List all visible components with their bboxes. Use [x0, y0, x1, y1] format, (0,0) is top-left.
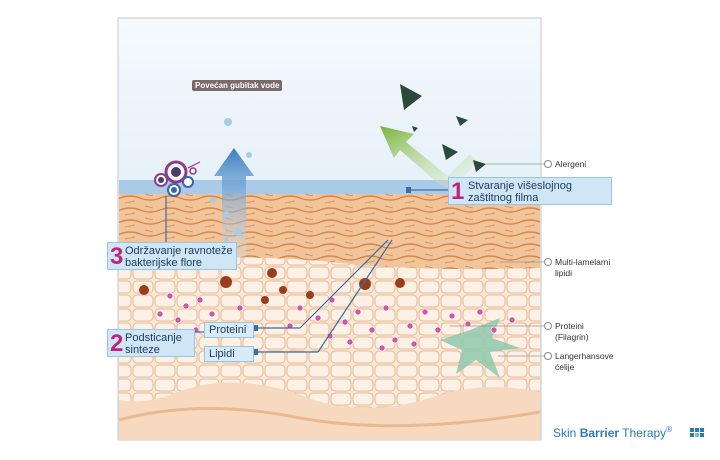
- langerhans-label: Langerhansove ćelije: [555, 351, 614, 373]
- callout-text-line1: Stvaranje višeslojnog: [468, 180, 572, 192]
- callout-text-line1: Održavanje ravnoteže: [125, 245, 233, 257]
- callout-bacterial-flora: 3 Održavanje ravnoteže bakterijske flore: [107, 242, 237, 270]
- callout-text-line2: sinteze: [125, 344, 160, 356]
- multilamellar-label: Multi-lamelarni lipidi: [555, 257, 610, 279]
- callout-text-line1: Podsticanje: [125, 332, 182, 344]
- filaggrin-text-line2: (Filagrin): [555, 332, 589, 342]
- brand-text-skin: Skin: [553, 426, 580, 440]
- callout-number: 1: [451, 178, 465, 205]
- brand-text-therapy: Therapy: [619, 426, 667, 440]
- proteins-label: Proteini: [204, 322, 254, 338]
- langerhans-text-line2: ćelije: [555, 362, 575, 372]
- multilamellar-text-line2: lipidi: [555, 268, 573, 278]
- brand-text-barrier: Barrier: [579, 426, 620, 440]
- langerhans-text-line1: Langerhansove: [555, 351, 614, 361]
- filaggrin-text-line1: Proteini: [555, 321, 584, 331]
- lipids-label: Lipidi: [204, 346, 254, 362]
- allergens-text: Alergeni: [555, 159, 587, 169]
- langerhans-marker: [544, 352, 552, 360]
- allergens-marker: [544, 160, 552, 168]
- filaggrin-marker: [544, 322, 552, 330]
- allergens-label: Alergeni: [555, 159, 586, 170]
- registered-mark: ®: [666, 425, 673, 434]
- callout-number: 3: [110, 243, 124, 270]
- brand-logo: Skin Barrier Therapy®: [553, 425, 672, 440]
- callout-number: 2: [110, 330, 124, 357]
- filaggrin-label: Proteini (Filagrin): [555, 321, 589, 343]
- moisture-loss-label: Povećan gubitak vode: [192, 80, 283, 91]
- callout-protective-film: 1 Stvaranje višeslojnog zaštitnog filma: [448, 177, 612, 205]
- callout-text-line2: bakterijske flore: [125, 257, 203, 269]
- callout-synthesis: 2 Podsticanje sinteze: [107, 329, 195, 357]
- multilamellar-marker: [544, 258, 552, 266]
- callout-text-line2: zaštitnog filma: [468, 192, 539, 204]
- multilamellar-text-line1: Multi-lamelarni: [555, 257, 611, 267]
